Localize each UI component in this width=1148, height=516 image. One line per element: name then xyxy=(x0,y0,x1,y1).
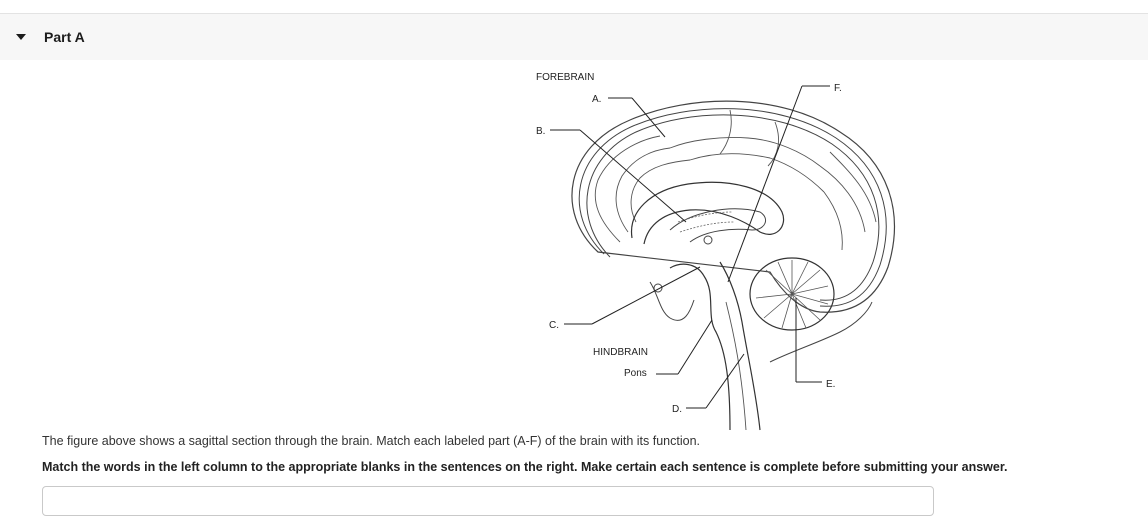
label-c-leader xyxy=(591,266,701,325)
answer-area[interactable] xyxy=(42,486,934,516)
pons-label: Pons xyxy=(624,368,647,379)
hindbrain-label: HINDBRAIN xyxy=(593,347,648,358)
choroid-plexus xyxy=(679,221,735,233)
gyrus-line xyxy=(829,151,877,223)
label-d-leader xyxy=(705,353,745,409)
gyrus-line xyxy=(767,121,779,167)
corpus-callosum xyxy=(630,181,785,245)
gyrus-line xyxy=(630,159,691,223)
label-a: A. xyxy=(592,94,601,105)
thalamus xyxy=(669,208,767,243)
forebrain-label: FOREBRAIN xyxy=(536,72,594,83)
choroid-plexus xyxy=(677,211,733,223)
gyrus-line xyxy=(819,165,866,233)
label-f: F. xyxy=(834,83,842,94)
label-d: D. xyxy=(672,404,682,415)
question-instructions: Match the words in the left column to th… xyxy=(42,460,1008,474)
gyrus-line xyxy=(615,147,671,233)
label-b-leader xyxy=(579,129,687,223)
part-header[interactable]: Part A xyxy=(0,14,1148,60)
brain-sagittal-figure: FOREBRAIN A. B. C. HINDBRAIN Pons D. E. … xyxy=(520,62,920,434)
label-c: C. xyxy=(549,320,559,331)
top-divider xyxy=(0,13,1148,14)
pituitary xyxy=(649,281,695,321)
question-description: The figure above shows a sagittal sectio… xyxy=(42,434,700,448)
meninges-outline xyxy=(578,108,887,307)
collapse-triangle-icon[interactable] xyxy=(14,31,28,43)
cerebellum xyxy=(749,257,835,331)
gyrus-line xyxy=(689,153,825,193)
gyrus-line xyxy=(669,137,821,167)
label-b: B. xyxy=(536,126,545,137)
label-e: E. xyxy=(826,379,835,390)
skull-outline xyxy=(571,100,895,313)
optic-chiasm xyxy=(653,283,663,293)
pons-leader xyxy=(677,319,713,375)
pineal-body xyxy=(703,235,713,245)
cortex-outline xyxy=(586,114,880,301)
brainstem-inner xyxy=(725,301,747,431)
gyrus-line xyxy=(719,109,732,155)
brainstem-back xyxy=(719,261,761,431)
brain-diagram: FOREBRAIN A. B. C. HINDBRAIN Pons D. E. … xyxy=(536,72,895,431)
label-a-leader xyxy=(631,97,666,138)
gyrus-line xyxy=(594,135,661,243)
part-title: Part A xyxy=(44,29,85,45)
gyrus-line xyxy=(823,191,843,251)
occipital-base xyxy=(769,301,873,363)
label-f-leader xyxy=(727,85,803,283)
arbor-vitae xyxy=(755,260,829,329)
brainstem-front xyxy=(669,263,731,431)
